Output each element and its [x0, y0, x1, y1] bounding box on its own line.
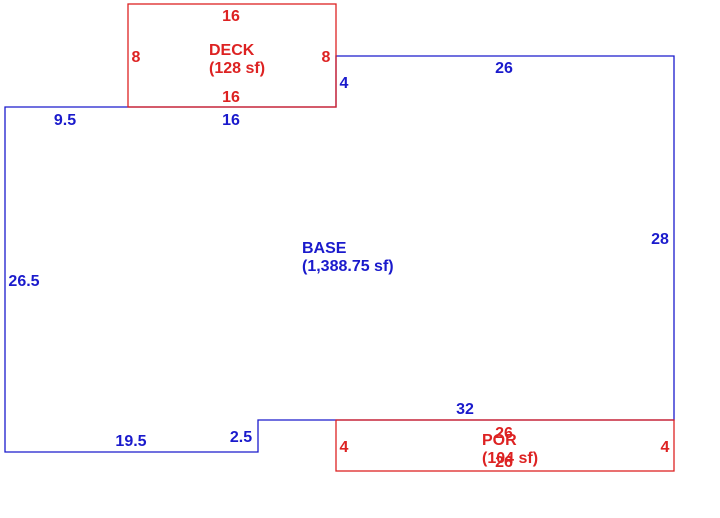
- base-top-left-dimension: 9.5: [54, 112, 76, 129]
- porch-area-label: (104 sf): [482, 450, 538, 467]
- porch-bottom-dimension: 26: [495, 454, 513, 471]
- deck-area-label: (128 sf): [209, 60, 265, 77]
- base-area-label: (1,388.75 sf): [302, 258, 394, 275]
- porch-outline: [335, 419, 675, 472]
- porch-name-label: POR: [482, 432, 517, 449]
- deck-right-dimension: 8: [322, 49, 331, 66]
- deck-top-dimension: 16: [222, 8, 240, 25]
- base-right-dimension: 28: [651, 231, 669, 248]
- base-bottom-right-dimension: 32: [456, 401, 474, 418]
- base-bottom-left-dimension: 19.5: [115, 433, 146, 450]
- deck-outline: [127, 3, 337, 108]
- base-bottom-step-dimension: 2.5: [230, 429, 252, 446]
- deck-left-dimension: 8: [132, 49, 141, 66]
- deck-name-label: DECK: [209, 42, 255, 59]
- porch-top-dimension: 26: [495, 425, 513, 442]
- base-step-dimension: 4: [340, 75, 349, 92]
- porch-right-dimension: 4: [661, 439, 670, 456]
- deck-bottom-dimension: 16: [222, 89, 240, 106]
- base-name-label: BASE: [302, 240, 347, 257]
- porch-left-dimension: 4: [340, 439, 349, 456]
- base-top-right-dimension: 26: [495, 60, 513, 77]
- base-left-dimension: 26.5: [8, 273, 39, 290]
- base-top-middle-dimension: 16: [222, 112, 240, 129]
